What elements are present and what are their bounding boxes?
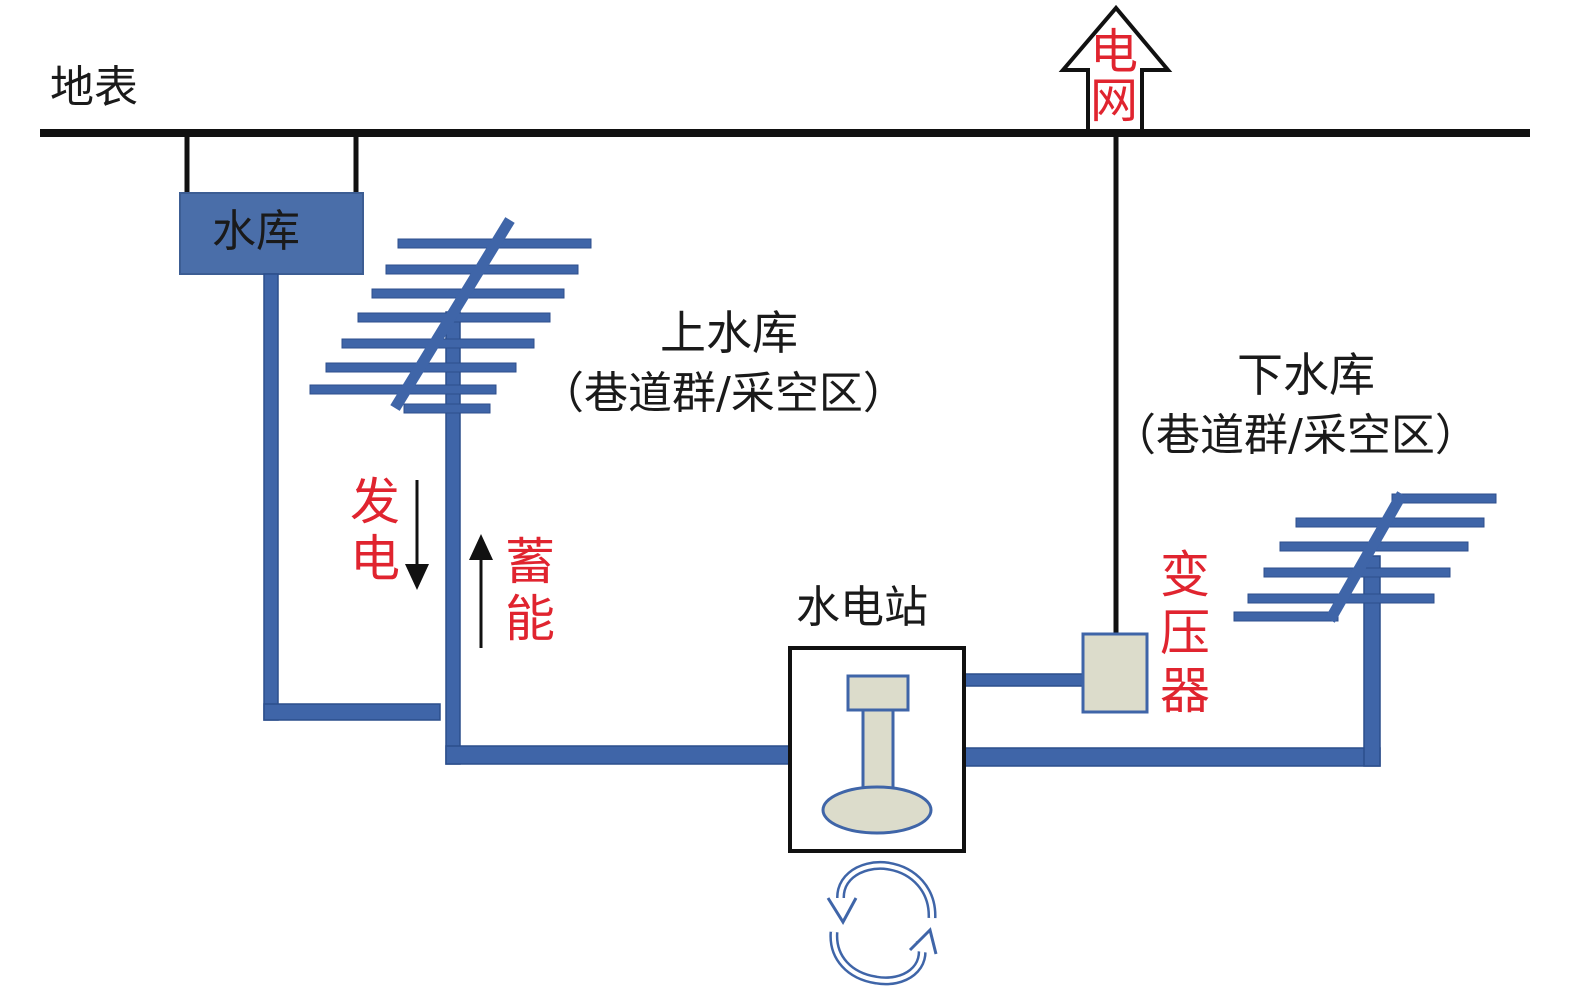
pipe-upper-down	[445, 311, 461, 765]
upper-reservoir-label: 上水库	[660, 306, 798, 360]
turbine-runner	[821, 785, 933, 835]
storage-label: 蓄能	[505, 533, 555, 648]
turbine-shaft	[861, 708, 895, 796]
pipe-reservoir-down	[263, 273, 279, 721]
pipe-lower-up	[1363, 555, 1381, 767]
rotation-arrows-icon	[826, 860, 938, 986]
grid-label: 电网	[1090, 24, 1139, 129]
upper-tunnel-incline	[390, 217, 515, 411]
lower-reservoir-label: 下水库	[1237, 348, 1375, 402]
ground-surface-label: 地表	[50, 62, 138, 113]
generate-arrow-head	[405, 564, 429, 590]
lower-tunnel-6	[1233, 611, 1339, 622]
flow-arrows	[405, 480, 493, 648]
storage-arrow-head	[469, 534, 493, 560]
surface-reservoir-label: 水库	[212, 206, 300, 257]
transformer-label: 变压器	[1160, 546, 1210, 720]
surface-reservoir-box	[179, 192, 364, 275]
lower-tunnel-incline	[1325, 491, 1407, 623]
turbine-icon	[821, 674, 933, 835]
pipes	[263, 273, 1381, 767]
hydro-station-label: 水电站	[796, 582, 928, 633]
station-transformer-link	[962, 673, 1084, 687]
grid-arrow	[1058, 4, 1173, 130]
generate-label: 发电	[350, 473, 400, 588]
pipe-station-to-lower	[962, 747, 1381, 767]
upper-reservoir-note: （巷道群/采空区）	[540, 368, 907, 419]
transformer-box	[1081, 632, 1149, 714]
pipe-bottom-connector	[263, 703, 441, 721]
pipe-to-station	[445, 745, 791, 765]
turbine-head	[846, 674, 910, 712]
upper-tunnel-8	[403, 403, 491, 414]
lower-tunnel-1	[1391, 493, 1497, 504]
lower-reservoir-note: （巷道群/采空区）	[1112, 410, 1479, 461]
